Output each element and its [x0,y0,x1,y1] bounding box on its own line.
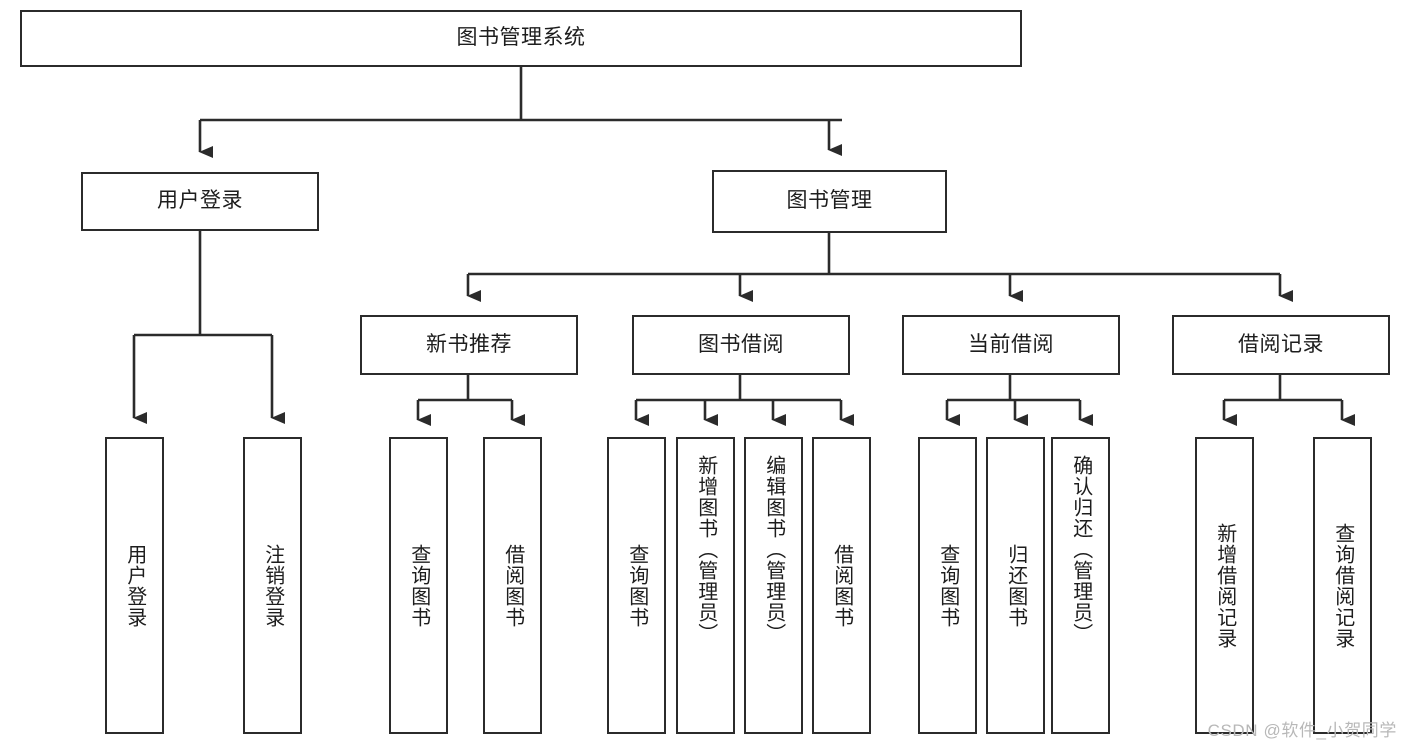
node-leaf-return-book[interactable]: 归还图书 [986,437,1045,734]
node-book-manage[interactable]: 图书管理 [712,170,947,233]
node-leaf-borrow-book-label: 借阅图书 [830,543,853,628]
node-leaf-edit-book-label: 编辑图书（管理员） [762,455,785,644]
node-leaf-add-borrow-record[interactable]: 新增借阅记录 [1195,437,1254,734]
node-leaf-query-book-current-label: 查询图书 [936,543,959,628]
node-leaf-query-borrow-record-label: 查询借阅记录 [1331,522,1354,649]
node-current-borrow[interactable]: 当前借阅 [902,315,1120,375]
node-borrow-record-label: 借阅记录 [1238,332,1324,356]
node-new-book-recommend-label: 新书推荐 [426,332,512,356]
node-leaf-query-book-borrow[interactable]: 查询图书 [607,437,666,734]
watermark: CSDN @软件_小贺同学 [1207,721,1397,740]
node-leaf-add-book-label: 新增图书（管理员） [694,455,717,644]
node-leaf-user-login[interactable]: 用户登录 [105,437,164,734]
node-leaf-return-book-label: 归还图书 [1004,543,1027,628]
node-leaf-query-book-current[interactable]: 查询图书 [918,437,977,734]
node-root-label: 图书管理系统 [456,26,586,50]
node-leaf-borrow-book-recommend[interactable]: 借阅图书 [483,437,542,734]
node-leaf-logout[interactable]: 注销登录 [243,437,302,734]
node-leaf-add-borrow-record-label: 新增借阅记录 [1213,522,1236,649]
node-user-login-label: 用户登录 [157,189,243,213]
node-current-borrow-label: 当前借阅 [968,332,1054,356]
node-leaf-confirm-return-label: 确认归还（管理员） [1069,455,1092,644]
node-leaf-edit-book[interactable]: 编辑图书（管理员） [744,437,803,734]
node-leaf-borrow-book[interactable]: 借阅图书 [812,437,871,734]
node-book-borrow-label: 图书借阅 [698,332,784,356]
node-root[interactable]: 图书管理系统 [20,10,1022,67]
node-new-book-recommend[interactable]: 新书推荐 [360,315,578,375]
node-borrow-record[interactable]: 借阅记录 [1172,315,1390,375]
node-user-login[interactable]: 用户登录 [81,172,319,231]
node-leaf-logout-label: 注销登录 [261,543,284,628]
node-leaf-borrow-book-recommend-label: 借阅图书 [501,543,524,628]
node-leaf-user-login-label: 用户登录 [123,543,146,628]
node-leaf-confirm-return[interactable]: 确认归还（管理员） [1051,437,1110,734]
node-leaf-query-borrow-record[interactable]: 查询借阅记录 [1313,437,1372,734]
node-leaf-add-book[interactable]: 新增图书（管理员） [676,437,735,734]
node-book-manage-label: 图书管理 [786,189,873,213]
node-leaf-query-book-borrow-label: 查询图书 [625,543,648,628]
node-leaf-query-book-recommend-label: 查询图书 [407,543,430,628]
node-book-borrow[interactable]: 图书借阅 [632,315,850,375]
node-leaf-query-book-recommend[interactable]: 查询图书 [389,437,448,734]
